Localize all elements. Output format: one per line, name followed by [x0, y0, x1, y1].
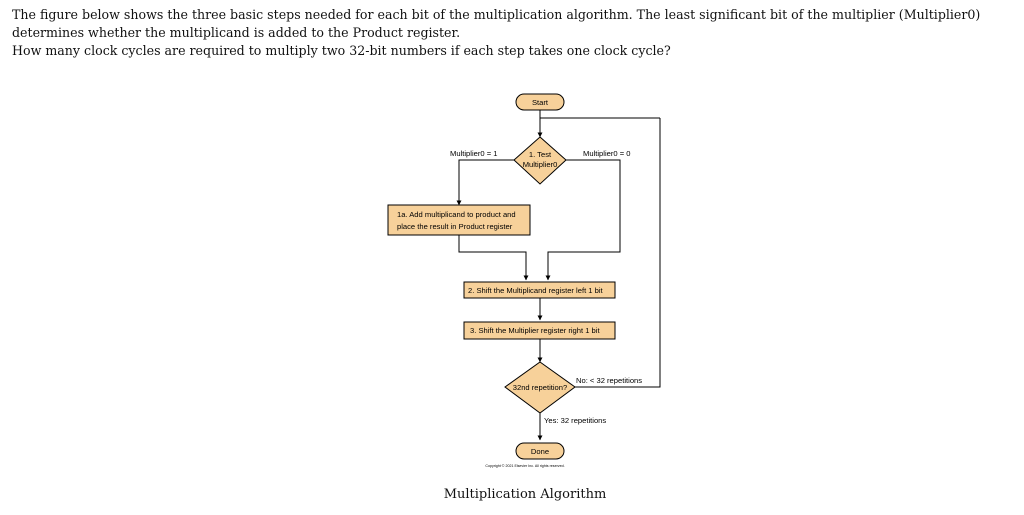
step2-box — [463, 281, 616, 299]
figure-caption: Multiplication Algorithm — [0, 487, 1024, 502]
start-terminal — [515, 93, 565, 111]
caption-text: Multiplication Algorithm — [443, 487, 607, 502]
yes-branch-label: Yes: 32 repetitions — [544, 416, 606, 425]
step2-label: 2. Shift the Multiplicand register left … — [468, 286, 604, 295]
flow-connectors — [456, 110, 661, 441]
no-branch-label: No: < 32 repetitions — [576, 376, 642, 385]
repetition-decision-diamond — [504, 361, 576, 414]
step1a-to-step2-arrow — [458, 235, 529, 281]
multiplier-one-arrow — [456, 159, 514, 206]
branch-right-label: Multiplier0 = 0 — [583, 149, 630, 158]
test-decision-diamond — [513, 136, 567, 185]
branch-left-label: Multiplier0 = 1 — [450, 149, 497, 158]
done-label: Done — [531, 447, 549, 456]
step1a-line2: place the result in Product register — [397, 222, 513, 231]
step1a-line1: 1a. Add multiplicand to product and — [397, 210, 516, 219]
no-loop-line — [575, 118, 661, 388]
step1a-box — [387, 204, 531, 236]
test-label-line1: 1. Test — [529, 150, 552, 159]
question-text: The figure below shows the three basic s… — [12, 6, 1016, 60]
question-line-1: The figure below shows the three basic s… — [12, 7, 981, 40]
multiplier-zero-arrow — [545, 159, 621, 281]
repetition-label: 32nd repetition? — [513, 383, 567, 392]
start-label: Start — [532, 98, 549, 107]
done-terminal — [515, 442, 565, 460]
copyright-notice: Copyright © 2021 Elsevier Inc. All right… — [485, 464, 564, 468]
test-label-line2: Multiplier0 — [523, 160, 558, 169]
step3-label: 3. Shift the Multiplier register right 1… — [470, 326, 600, 335]
step3-box — [463, 321, 616, 340]
question-line-2: How many clock cycles are required to mu… — [12, 43, 671, 58]
